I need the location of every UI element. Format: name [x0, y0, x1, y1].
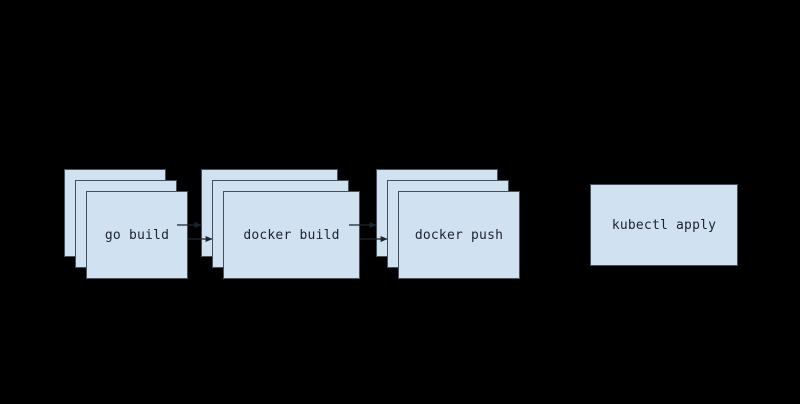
kubectl-apply-label: kubectl apply [611, 217, 717, 233]
docker-build-label: docker build [243, 227, 340, 243]
pipeline-stage-docker-push[interactable]: docker push docker push docker push [376, 169, 520, 279]
pipeline-stage-docker-build[interactable]: docker build docker build docker build [201, 169, 360, 279]
docker-push-label: docker push [414, 227, 504, 243]
go-build-label: go build [104, 227, 170, 243]
docker-build-card-front[interactable]: docker build [223, 191, 360, 279]
go-build-card-front[interactable]: go build [86, 191, 188, 279]
pipeline-stage-go-build[interactable]: go build go build go build [64, 169, 188, 279]
docker-push-card-front[interactable]: docker push [398, 191, 520, 279]
pipeline-stage-kubectl-apply[interactable]: kubectl apply [590, 184, 738, 266]
